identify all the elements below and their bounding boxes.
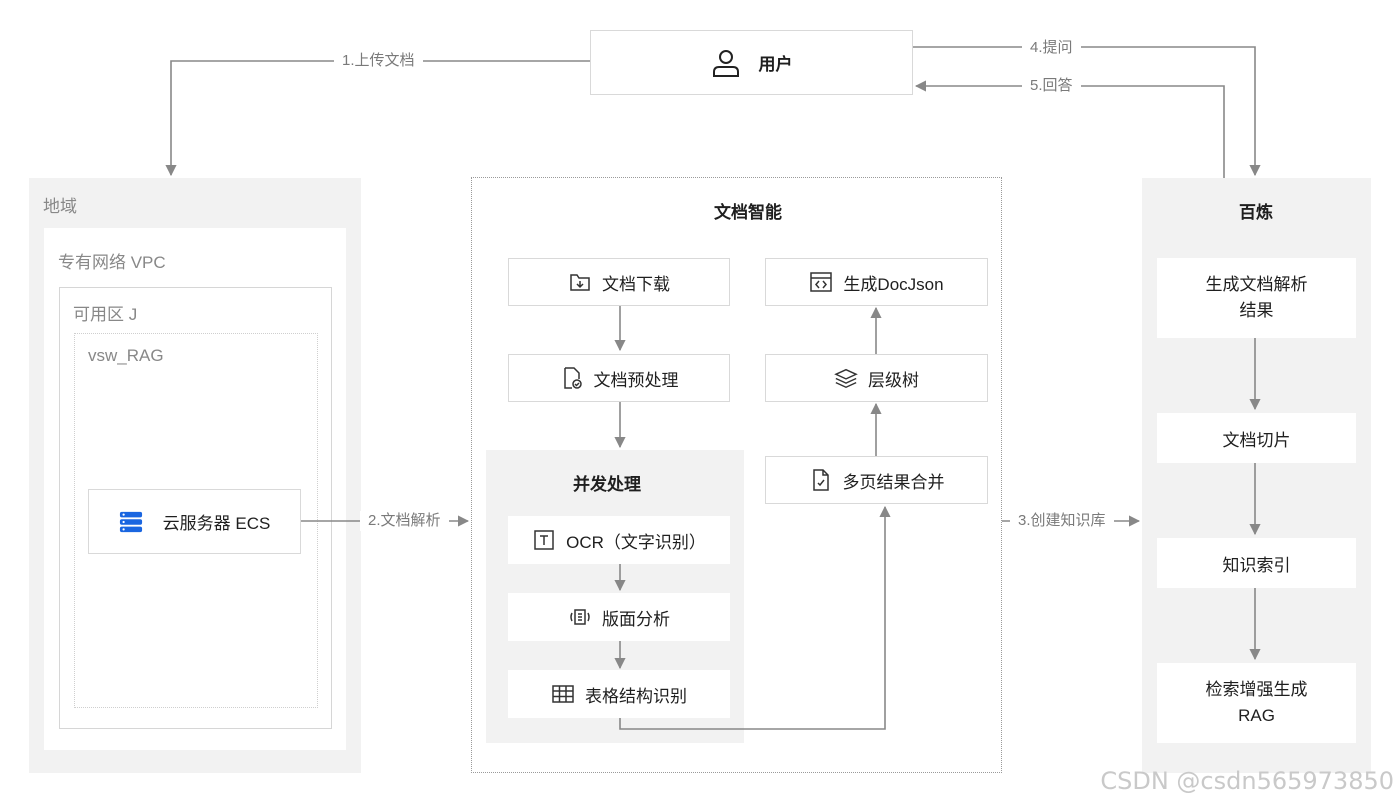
generate-docjson-node: 生成DocJson — [765, 258, 988, 306]
edge-label-create-kb: 3.创建知识库 — [1010, 511, 1114, 531]
bailian-step-rag: 检索增强生成 RAG — [1157, 663, 1356, 743]
vswitch-title: vsw_RAG — [88, 346, 164, 365]
user-node: 用户 — [590, 30, 913, 95]
user-icon — [711, 48, 741, 78]
edge-label-parse: 2.文档解析 — [360, 511, 449, 531]
doc-preprocess-label: 文档预处理 — [593, 370, 679, 390]
doc-download-label: 文档下载 — [602, 274, 670, 294]
bailian-step-1-line1: 生成文档解析 — [1205, 275, 1308, 294]
bailian-step-parse-result: 生成文档解析 结果 — [1157, 258, 1356, 338]
bailian-step-1-line2: 结果 — [1239, 301, 1274, 320]
layout-analysis-label: 版面分析 — [602, 609, 670, 629]
hierarchy-tree-label: 层级树 — [868, 370, 919, 390]
doc-preprocess-node: 文档预处理 — [508, 354, 730, 402]
bailian-title: 百炼 — [1239, 203, 1273, 222]
ecs-label: 云服务器 ECS — [162, 514, 271, 533]
server-stack-icon — [119, 510, 143, 534]
multi-page-merge-label: 多页结果合并 — [842, 472, 945, 492]
zone-box — [59, 287, 332, 729]
ecs-node: 云服务器 ECS — [88, 489, 301, 554]
edge-label-upload: 1.上传文档 — [334, 51, 423, 71]
layers-icon — [834, 366, 858, 390]
user-label: 用户 — [758, 55, 793, 74]
code-window-icon — [809, 270, 833, 294]
hierarchy-tree-node: 层级树 — [765, 354, 988, 402]
multi-page-merge-node: 多页结果合并 — [765, 456, 988, 504]
table-structure-label: 表格结构识别 — [585, 686, 687, 706]
generate-docjson-label: 生成DocJson — [843, 274, 944, 294]
layout-analysis-node: 版面分析 — [508, 593, 730, 641]
concurrent-title: 并发处理 — [573, 475, 641, 494]
watermark: CSDN @csdn565973850 — [1100, 767, 1394, 795]
edge-label-ask: 4.提问 — [1022, 38, 1081, 58]
text-box-icon — [532, 528, 556, 552]
bailian-step-chunking: 文档切片 — [1157, 413, 1356, 463]
bailian-step-4-line1: 检索增强生成 — [1205, 680, 1308, 699]
table-structure-node: 表格结构识别 — [508, 670, 730, 718]
doc-intel-panel — [471, 177, 1002, 773]
ocr-node: OCR（文字识别） — [508, 516, 730, 564]
bailian-step-3-label: 知识索引 — [1222, 555, 1291, 575]
bailian-step-indexing: 知识索引 — [1157, 538, 1356, 588]
region-title: 地域 — [43, 197, 77, 216]
file-check-icon — [560, 366, 584, 390]
doc-intel-title: 文档智能 — [714, 203, 782, 222]
zone-title: 可用区 J — [73, 305, 138, 324]
bailian-step-2-label: 文档切片 — [1222, 430, 1291, 450]
edge-label-answer: 5.回答 — [1022, 76, 1081, 96]
doc-download-node: 文档下载 — [508, 258, 730, 306]
layout-analysis-icon — [568, 605, 592, 629]
table-icon — [551, 682, 575, 706]
vpc-title: 专有网络 VPC — [58, 253, 166, 272]
bailian-step-4-line2: RAG — [1238, 706, 1275, 725]
ocr-label: OCR（文字识别） — [566, 532, 706, 552]
file-check-icon — [809, 468, 833, 492]
file-download-icon — [568, 270, 592, 294]
